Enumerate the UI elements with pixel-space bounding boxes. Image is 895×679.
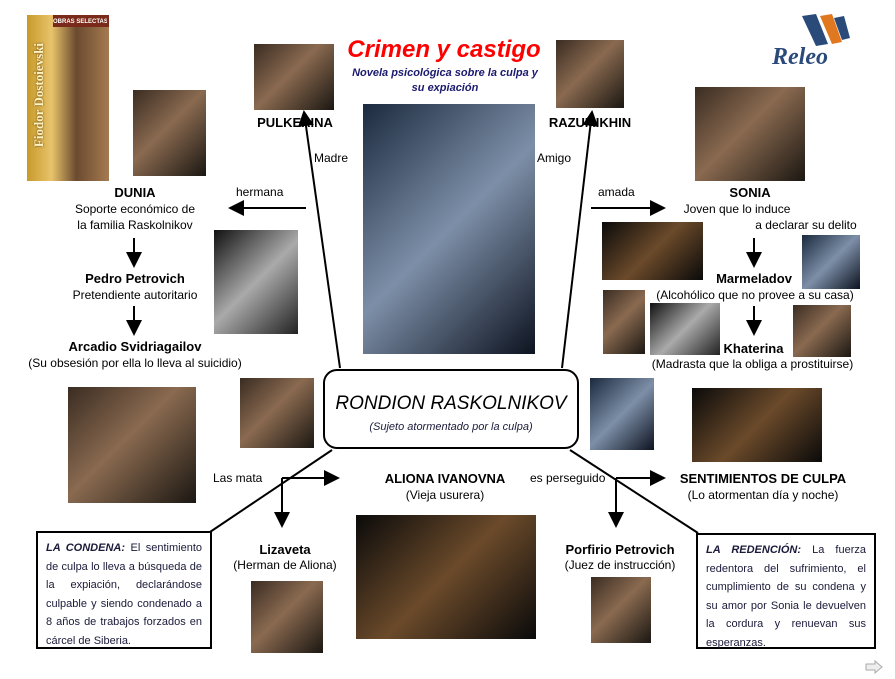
condena-label: LA CONDENA: (46, 542, 126, 554)
dunia-desc: la familia Raskolnikov (77, 218, 193, 232)
scene-photo (802, 235, 860, 289)
page-subtitle: Novela psicológica sobre la culpa y su e… (352, 67, 538, 94)
guilt-photo (692, 388, 822, 462)
crowd-photo (793, 305, 851, 357)
cover-author: Fiodor Dostoievski (31, 42, 46, 148)
marmeladov-photo (602, 222, 703, 280)
cover-series: OBRAS SELECTAS (53, 19, 107, 25)
raskolnikov-desc: (Sujeto atormentado por la culpa) (369, 421, 533, 433)
amigo-label: Amigo (537, 151, 572, 165)
porfirio-name: Porfirio Petrovich (565, 542, 675, 557)
aliona-desc: (Vieja usurera) (405, 488, 485, 502)
condena-text: El sentimiento de culpa lo lleva a búsqu… (46, 542, 203, 647)
book-logo-icon (802, 14, 850, 46)
perseguido-label: es perseguido (530, 471, 606, 485)
marmeladov-desc: (Alcohólico que no provee a su casa) (656, 288, 854, 302)
sentimientos-desc: (Lo atormentan día y noche) (687, 488, 839, 502)
razumikhin-photo (556, 40, 624, 108)
sentimientos-name: SENTIMIENTOS DE CULPA (679, 471, 847, 486)
porfirio-desc: (Juez de instrucción) (564, 558, 676, 572)
razumikhin-label: RAZUMIKHIN (548, 115, 632, 130)
page-title: Crimen y castigo (347, 36, 541, 63)
raskolnikov-photo (240, 378, 314, 448)
porfirio-poster (590, 378, 654, 450)
hermana-label: hermana (236, 185, 284, 199)
khaterina-name: Khaterina (723, 341, 784, 356)
dunia-photo (133, 90, 206, 176)
sonia-desc: Joven que lo induce (683, 202, 791, 216)
arcadio-photo (68, 387, 196, 503)
pedro-photo (214, 230, 298, 334)
madre-label: Madre (314, 151, 349, 165)
arrow-right-icon[interactable] (865, 659, 883, 675)
khaterina-desc: (Madrasta que la obliga a prostituirse) (651, 357, 854, 371)
arcadio-desc: (Su obsesión por ella lo lleva al suicid… (28, 356, 242, 370)
pedro-name: Pedro Petrovich (85, 271, 185, 286)
aliona-photo (356, 515, 536, 639)
amada-label: amada (598, 185, 635, 199)
sonia-photo (695, 87, 805, 181)
khaterina-photo (650, 303, 720, 355)
porfirio-photo (591, 577, 651, 643)
redencion-label: LA REDENCIÓN: (706, 544, 802, 556)
raskolnikov-name: RONDION RASKOLNIKOV (335, 393, 567, 414)
las-mata-label: Las mata (213, 471, 263, 485)
dunia-desc: Soporte económico de (74, 202, 196, 216)
logo-text: Releo (772, 44, 828, 70)
releo-logo: Releo (772, 12, 872, 72)
lizaveta-desc: (Herman de Aliona) (233, 558, 337, 572)
condena-box: LA CONDENA: El sentimiento de culpa lo l… (36, 531, 212, 649)
raskolnikov-node: RONDION RASKOLNIKOV (Sujeto atormentado … (323, 369, 579, 449)
dunia-name: DUNIA (114, 185, 156, 200)
pulkerina-photo (254, 44, 334, 110)
sonia-name: SONIA (729, 185, 771, 200)
child-photo (603, 290, 645, 354)
pedro-desc: Pretendiente autoritario (72, 288, 198, 302)
book-cover-image: OBRAS SELECTAS Fiodor Dostoievski (27, 15, 109, 181)
cover-series-band (53, 15, 109, 27)
redencion-text: La fuerza redentora del sufrimiento, el … (706, 544, 866, 649)
aliona-name: ALIONA IVANOVNA (384, 471, 506, 486)
marmeladov-name: Marmeladov (716, 271, 792, 286)
redencion-box: LA REDENCIÓN: La fuerza redentora del su… (696, 533, 876, 649)
sonia-desc: a declarar su delito (755, 218, 857, 232)
pulkerina-label: PULKERINA (257, 115, 333, 130)
lizaveta-name: Lizaveta (259, 542, 311, 557)
arcadio-name: Arcadio Svidriagailov (68, 339, 202, 354)
main-cast-photo (363, 104, 535, 354)
lizaveta-photo (251, 581, 323, 653)
